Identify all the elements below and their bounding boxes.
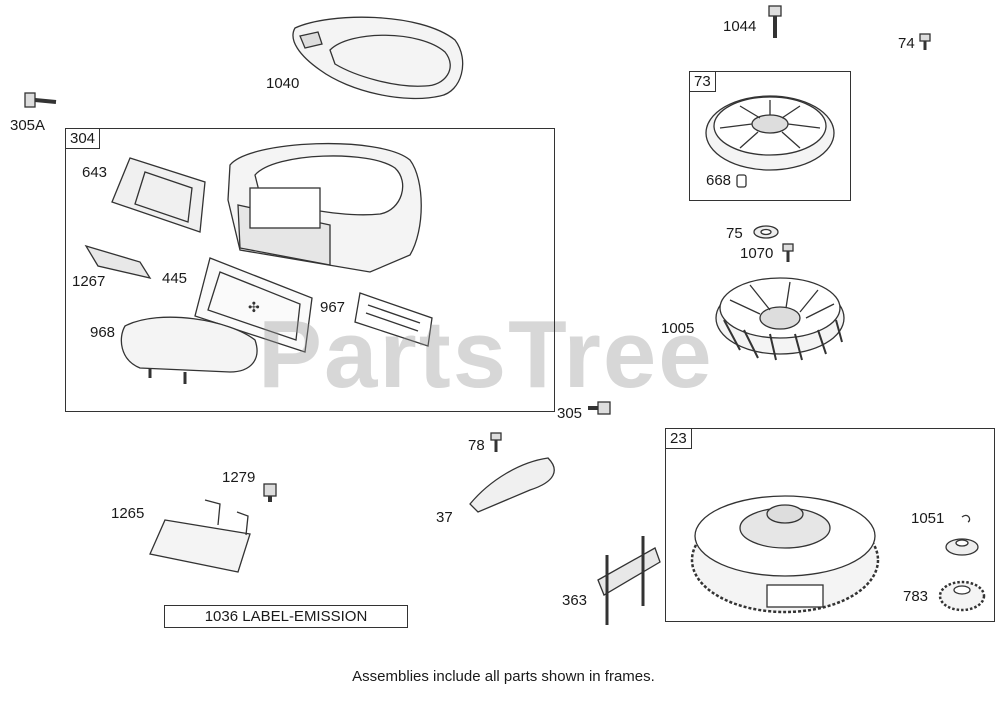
callout-1265[interactable]: 1265 bbox=[111, 505, 145, 522]
callout-783[interactable]: 783 bbox=[903, 588, 929, 605]
callout-1070[interactable]: 1070 bbox=[740, 245, 774, 262]
part-643-bracket-drawing[interactable] bbox=[111, 157, 206, 233]
callout-363[interactable]: 363 bbox=[562, 592, 588, 609]
frame-304[interactable]: 304 bbox=[65, 128, 555, 412]
callout-643[interactable]: 643 bbox=[82, 164, 108, 181]
part-967-decal-drawing[interactable] bbox=[354, 292, 433, 347]
part-783-gear-drawing[interactable] bbox=[938, 580, 986, 612]
part-23-flywheel-drawing[interactable] bbox=[690, 495, 880, 614]
part-363-bracket-drawing[interactable] bbox=[597, 536, 661, 625]
part-1051-key-drawing[interactable] bbox=[945, 514, 979, 556]
part-1040-cover-drawing[interactable] bbox=[292, 16, 464, 100]
part-968-cover-drawing[interactable] bbox=[120, 316, 258, 384]
callout-1044[interactable]: 1044 bbox=[723, 18, 757, 35]
part-37-baffle-drawing[interactable] bbox=[469, 457, 555, 513]
svg-text:✣: ✣ bbox=[248, 300, 260, 316]
part-1070-bolt-drawing[interactable] bbox=[782, 243, 794, 262]
emission-label-box[interactable]: 1036 LABEL-EMISSION bbox=[164, 605, 408, 628]
part-73-screen-drawing[interactable] bbox=[705, 95, 835, 171]
part-304-housing-drawing[interactable] bbox=[227, 142, 422, 273]
callout-305A[interactable]: 305A bbox=[10, 117, 46, 134]
callout-1005[interactable]: 1005 bbox=[661, 320, 695, 337]
part-1279-bolt-drawing[interactable] bbox=[263, 483, 277, 502]
callout-305[interactable]: 305 bbox=[557, 405, 583, 422]
callout-37[interactable]: 37 bbox=[436, 509, 453, 526]
callout-78[interactable]: 78 bbox=[468, 437, 485, 454]
footer-note: Assemblies include all parts shown in fr… bbox=[352, 668, 655, 685]
part-1005-fan-drawing[interactable] bbox=[715, 277, 845, 361]
part-1044-bolt-drawing[interactable] bbox=[768, 5, 782, 38]
part-74-screw-drawing[interactable] bbox=[919, 33, 931, 50]
callout-668[interactable]: 668 bbox=[706, 172, 732, 189]
callout-1267[interactable]: 1267 bbox=[72, 273, 106, 290]
frame-73-tag: 73 bbox=[690, 72, 716, 92]
part-1265-shield-drawing[interactable] bbox=[149, 499, 251, 573]
frame-304-tag: 304 bbox=[66, 129, 101, 149]
callout-1040[interactable]: 1040 bbox=[266, 75, 300, 92]
callout-967[interactable]: 967 bbox=[320, 299, 346, 316]
part-78-bolt-drawing[interactable] bbox=[490, 432, 502, 452]
callout-1279[interactable]: 1279 bbox=[222, 469, 256, 486]
callout-968[interactable]: 968 bbox=[90, 324, 116, 341]
callout-74[interactable]: 74 bbox=[898, 35, 915, 52]
part-305A-bolt-drawing[interactable] bbox=[24, 92, 57, 108]
callout-1051[interactable]: 1051 bbox=[911, 510, 945, 527]
callout-445[interactable]: 445 bbox=[162, 270, 188, 287]
part-75-washer-drawing[interactable] bbox=[753, 225, 779, 239]
callout-75[interactable]: 75 bbox=[726, 225, 743, 242]
part-445-panel-drawing[interactable]: ✣ bbox=[194, 257, 313, 353]
frame-23-tag: 23 bbox=[666, 429, 692, 449]
frame-23[interactable]: 23 bbox=[665, 428, 995, 622]
part-305-bolt-drawing[interactable] bbox=[588, 401, 611, 415]
watermark-text: PartsTree bbox=[258, 301, 714, 408]
part-1267-clip-drawing[interactable] bbox=[84, 244, 152, 279]
frame-73[interactable]: 73 bbox=[689, 71, 851, 201]
part-668-spacer-drawing[interactable] bbox=[736, 174, 747, 188]
